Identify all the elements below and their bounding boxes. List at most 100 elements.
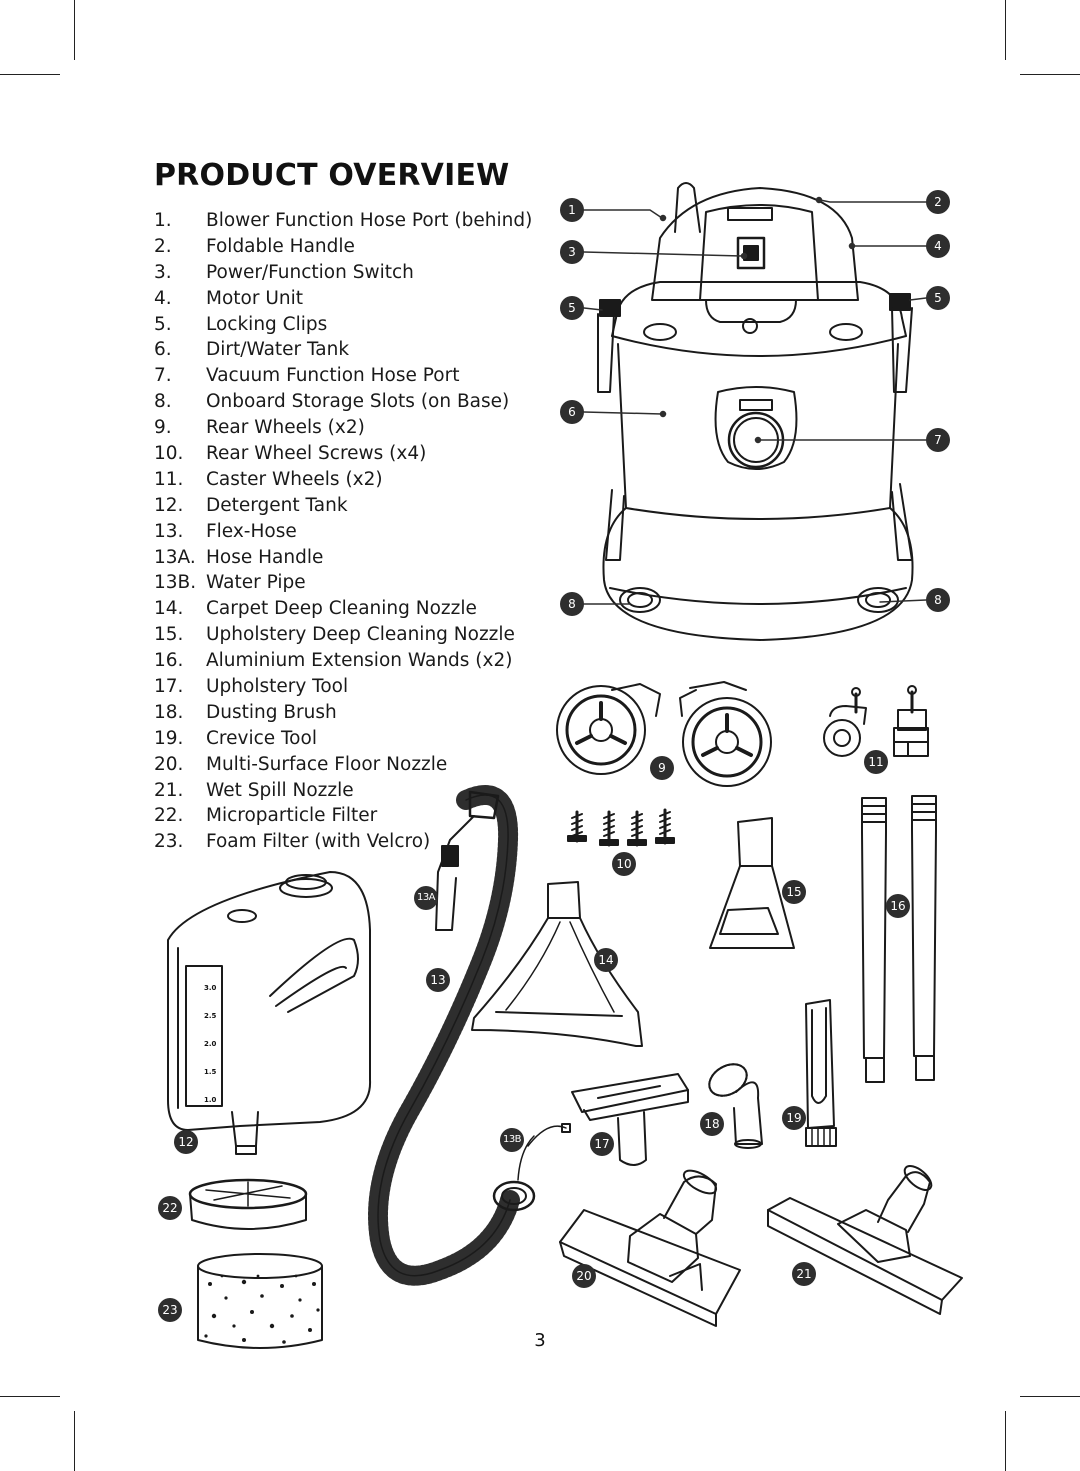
callout-17: 17: [590, 1132, 614, 1156]
gauge-label: 3.0: [204, 984, 217, 992]
item-number: 23.: [154, 831, 184, 853]
list-item: 11.Caster Wheels (x2): [154, 467, 532, 493]
list-item: 5.Locking Clips: [154, 312, 532, 338]
item-number: 3.: [154, 261, 172, 283]
item-number: 13A.: [154, 546, 196, 568]
item-label: Microparticle Filter: [206, 805, 378, 827]
gauge-label: 2.0: [204, 1040, 217, 1048]
crop-mark: [74, 1411, 75, 1471]
item-label: Motor Unit: [206, 287, 303, 309]
callout-11: 11: [864, 750, 888, 774]
list-item: 17.Upholstery Tool: [154, 674, 532, 700]
callout-9: 9: [650, 756, 674, 780]
list-item: 8.Onboard Storage Slots (on Base): [154, 389, 532, 415]
gauge-label: 1.0: [204, 1096, 217, 1104]
item-number: 6.: [154, 339, 172, 361]
list-item: 15. Upholstery Deep Cleaning Nozzle: [154, 622, 532, 648]
item-label: Upholstery Tool: [206, 676, 349, 698]
callout-1: 1: [560, 198, 584, 222]
item-label: Aluminium Extension Wands (x2): [206, 650, 513, 672]
list-item: 6. Dirt/Water Tank: [154, 337, 532, 363]
callout-4: 4: [926, 234, 950, 258]
list-item: 18. Dusting Brush: [154, 700, 532, 726]
item-label: Upholstery Deep Cleaning Nozzle: [206, 624, 515, 646]
vacuum-main-unit: [598, 183, 913, 640]
item-label: Blower Function Hose Port (behind): [206, 210, 533, 231]
page-title: PRODUCT OVERVIEW: [154, 158, 510, 193]
item-number: 21.: [154, 779, 184, 801]
caster-wheels: [824, 686, 928, 756]
item-number: 15.: [154, 624, 184, 646]
item-label: Rear Wheels (x2): [206, 417, 365, 439]
item-label: Dirt/Water Tank: [206, 339, 350, 361]
crevice-tool: [806, 1000, 836, 1146]
crop-mark: [0, 74, 60, 75]
item-label: Flex-Hose: [206, 520, 297, 542]
item-label: Hose Handle: [206, 546, 324, 568]
list-item: 14.Carpet Deep Cleaning Nozzle: [154, 596, 532, 622]
list-item: 20. Multi-Surface Floor Nozzle: [154, 752, 532, 778]
item-number: 18.: [154, 701, 184, 723]
callout-12: 12: [174, 1130, 198, 1154]
item-number: 16.: [154, 650, 184, 672]
list-item: 13B.Water Pipe: [154, 570, 532, 596]
callout-8: 8: [560, 592, 584, 616]
list-item: 1. Blower Function Hose Port (behind): [154, 208, 532, 234]
item-label: Detergent Tank: [206, 494, 348, 516]
list-item: 9. Rear Wheels (x2): [154, 415, 532, 441]
list-item: 4.Motor Unit: [154, 286, 532, 312]
item-number: 13.: [154, 520, 184, 542]
detergent-tank: [168, 872, 370, 1154]
list-item: 3.Power/Function Switch: [154, 260, 532, 286]
microparticle-filter: [190, 1180, 306, 1229]
callout-15: 15: [782, 880, 806, 904]
item-number: 20.: [154, 753, 184, 775]
callout-10: 10: [612, 852, 636, 876]
item-number: 10.: [154, 443, 184, 465]
list-item: 13. Flex-Hose: [154, 519, 532, 545]
rear-wheel-screws: [568, 810, 674, 845]
list-item: 10. Rear Wheel Screws (x4): [154, 441, 532, 467]
callout-13b: 13B: [500, 1128, 524, 1152]
item-label: Water Pipe: [206, 572, 306, 594]
list-item: 2.Foldable Handle: [154, 234, 532, 260]
item-number: 19.: [154, 727, 184, 749]
parts-list: 1. Blower Function Hose Port (behind) 2.F…: [154, 208, 532, 855]
item-label: Multi-Surface Floor Nozzle: [206, 753, 448, 775]
crop-mark: [1005, 1411, 1006, 1471]
foam-filter: [198, 1254, 322, 1348]
item-label: Crevice Tool: [206, 727, 317, 749]
crop-mark: [1020, 74, 1080, 75]
list-item: 7. Vacuum Function Hose Port: [154, 363, 532, 389]
callout-20: 20: [572, 1264, 596, 1288]
callout-8: 8: [926, 588, 950, 612]
upholstery-deep-cleaning-nozzle: [710, 818, 794, 948]
wet-spill-nozzle: [768, 1162, 962, 1314]
callout-23: 23: [158, 1298, 182, 1322]
item-label: Vacuum Function Hose Port: [206, 365, 460, 387]
rear-wheels: [557, 682, 771, 786]
crop-mark: [1020, 1396, 1080, 1397]
item-number: 1.: [154, 210, 172, 231]
upholstery-tool: [572, 1074, 688, 1165]
multi-surface-floor-nozzle: [560, 1166, 740, 1326]
crop-mark: [0, 1396, 60, 1397]
item-number: 12.: [154, 494, 184, 516]
callout-18: 18: [700, 1112, 724, 1136]
leader-lines: [584, 198, 926, 605]
item-label: Carpet Deep Cleaning Nozzle: [206, 598, 477, 620]
item-label: Onboard Storage Slots (on Base): [206, 391, 510, 413]
item-label: Locking Clips: [206, 313, 328, 335]
callout-7: 7: [926, 428, 950, 452]
item-number: 9.: [154, 417, 172, 439]
item-label: Dusting Brush: [206, 701, 337, 723]
extension-wands: [862, 796, 936, 1082]
callout-13: 13: [426, 968, 450, 992]
item-label: Rear Wheel Screws (x4): [206, 443, 427, 465]
list-item: 22.Microparticle Filter: [154, 803, 532, 829]
callout-2: 2: [926, 190, 950, 214]
callout-22: 22: [158, 1196, 182, 1220]
item-number: 7.: [154, 365, 172, 387]
list-item: 19. Crevice Tool: [154, 726, 532, 752]
callout-16: 16: [886, 894, 910, 918]
